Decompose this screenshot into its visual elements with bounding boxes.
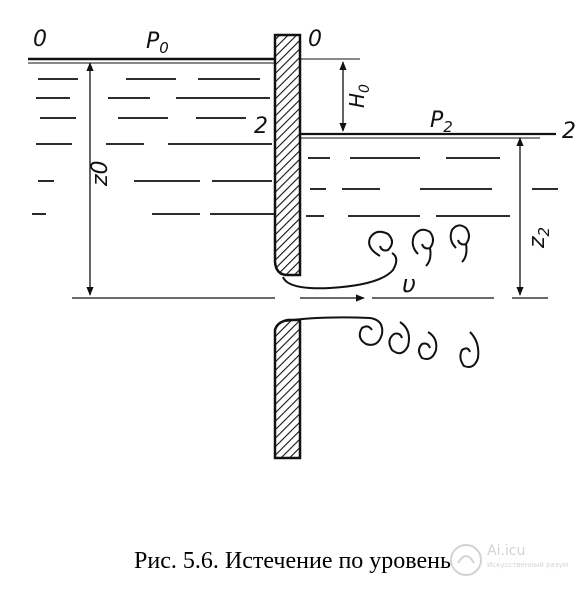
watermark: Ai.icu Искусственный разум bbox=[449, 541, 579, 581]
pressure-left-symbol: P bbox=[146, 29, 160, 54]
upstream-surface bbox=[28, 57, 275, 64]
pressure-right-subscript: 2 bbox=[443, 118, 453, 136]
level-mark-right: 2 bbox=[562, 119, 576, 144]
upstream-depth-label: z0 bbox=[88, 160, 113, 187]
upstream-water-dashes bbox=[32, 78, 274, 215]
pressure-right-symbol: P bbox=[430, 108, 444, 133]
section-label-right: 0 bbox=[308, 27, 322, 52]
head-label: H0 bbox=[345, 84, 373, 108]
section-label-left: 0 bbox=[33, 27, 47, 52]
pressure-left-subscript: 0 bbox=[159, 39, 169, 57]
upper-vortices bbox=[368, 224, 470, 267]
lower-vortices bbox=[358, 317, 480, 368]
downstream-water-dashes bbox=[306, 157, 558, 217]
wall-upper bbox=[273, 33, 302, 277]
pressure-label-left: P0 bbox=[146, 29, 169, 57]
wall-lower bbox=[273, 318, 302, 460]
head-symbol: H bbox=[345, 93, 369, 108]
pressure-label-right: P2 bbox=[430, 108, 453, 136]
head-subscript: 0 bbox=[357, 84, 373, 93]
downstream-surface bbox=[300, 132, 556, 139]
upper-jet-boundary bbox=[282, 252, 398, 290]
watermark-logo-icon bbox=[450, 544, 482, 576]
watermark-subtitle: Искусственный разум bbox=[487, 561, 568, 569]
downstream-depth-symbol: z bbox=[525, 236, 550, 249]
level-mark-left: 2 bbox=[254, 114, 268, 139]
watermark-title: Ai.icu bbox=[487, 543, 526, 559]
downstream-depth-subscript: 2 bbox=[535, 227, 553, 237]
lower-jet-boundary bbox=[285, 316, 371, 322]
downstream-depth-label: z2 bbox=[525, 227, 553, 249]
figure-caption: Рис. 5.6. Истечение по уровень bbox=[134, 548, 451, 574]
velocity-label: υ bbox=[402, 270, 416, 298]
